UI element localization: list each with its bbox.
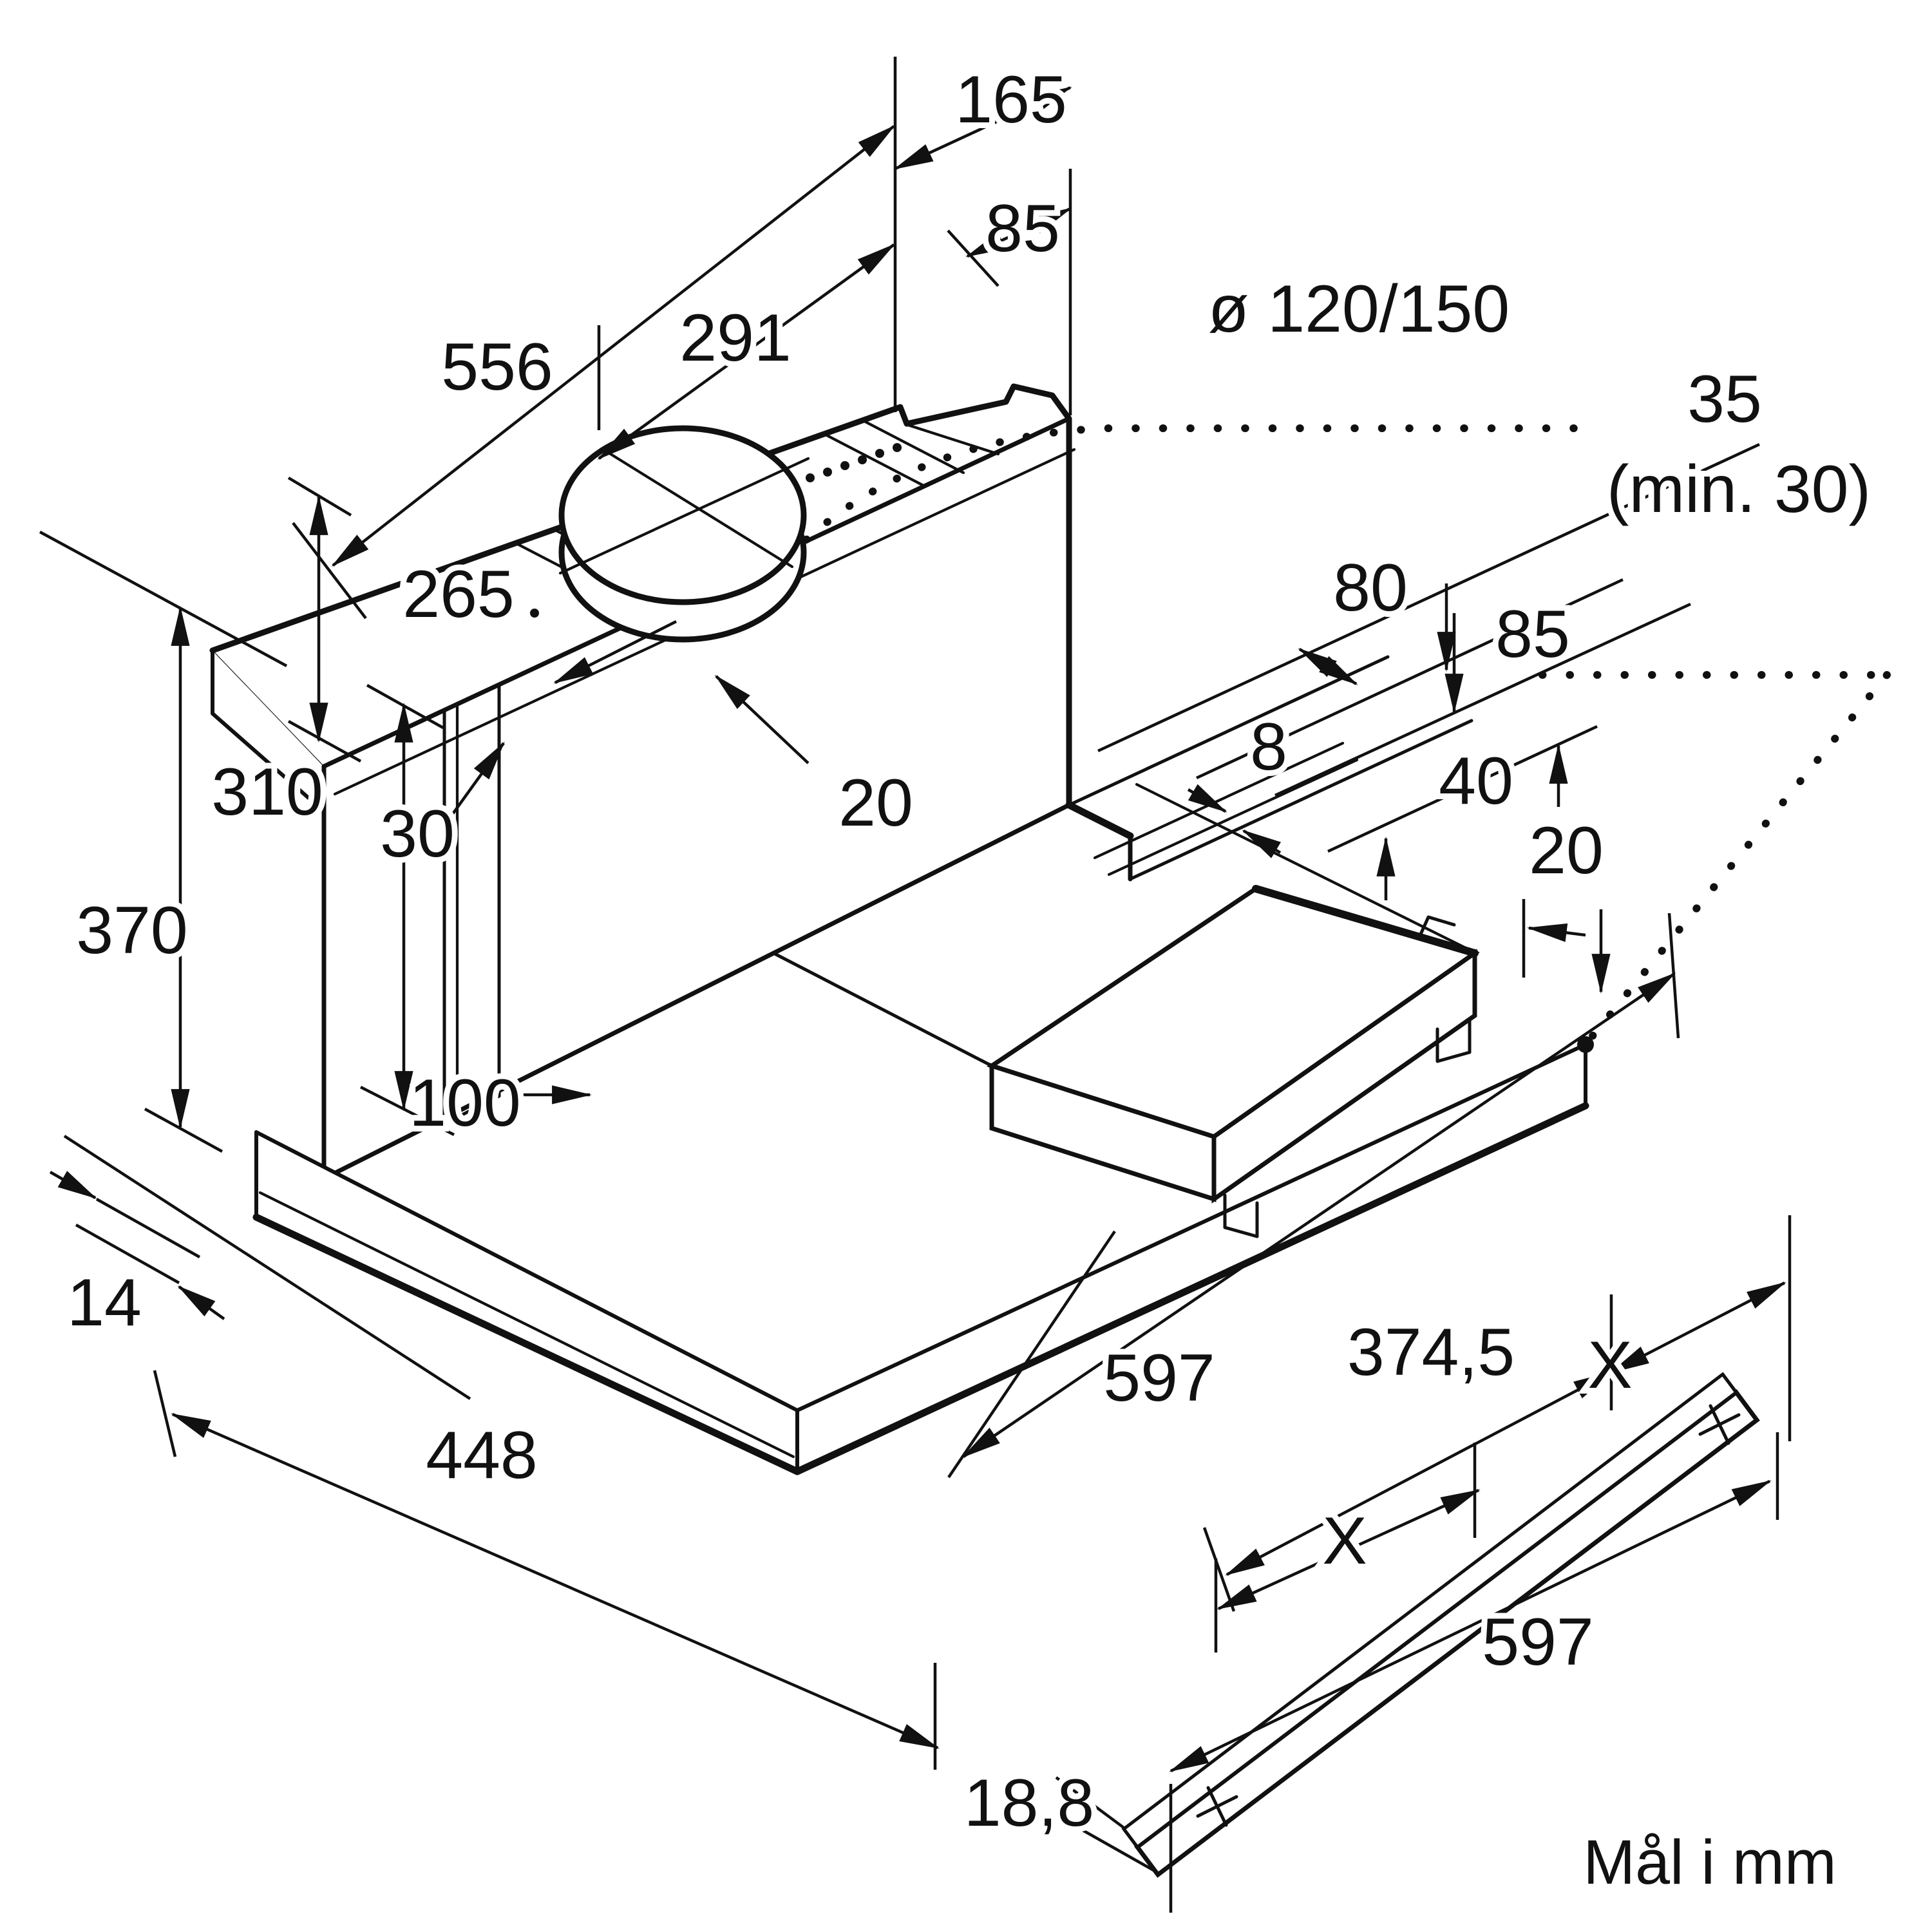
dim-label-duct-diameter: ø 120/150	[1208, 272, 1510, 346]
ext-line	[39, 531, 288, 667]
clearance-ref-line	[1582, 671, 1891, 1048]
ext-line	[1196, 578, 1624, 780]
plus-line	[1206, 1786, 1228, 1827]
ext-line	[144, 1108, 223, 1153]
rail-gap-line	[1093, 741, 1345, 860]
dim-label-30: 30	[380, 797, 455, 871]
dim-30-arrow	[450, 741, 505, 818]
ext-line	[359, 1085, 455, 1137]
dim-label-18-8: 18,8	[964, 1766, 1094, 1841]
dim-165-line	[893, 86, 1072, 171]
dim-x-right-line	[1609, 1282, 1786, 1374]
hood-body	[209, 383, 1076, 1181]
dim-85-top-line	[965, 207, 1072, 258]
hood-outline	[209, 383, 1072, 808]
dim-14-arrow	[49, 1171, 97, 1199]
dim-label-14: 14	[67, 1265, 142, 1340]
dim-label-265: 265	[402, 557, 515, 632]
dim-label-35: 35	[1687, 362, 1762, 437]
screw-plus-mark	[1698, 1404, 1741, 1445]
handle-strip	[1121, 1372, 1760, 1878]
dot	[840, 461, 849, 470]
duct-collar	[558, 425, 810, 643]
screw-plus-mark	[1196, 1786, 1238, 1827]
dim-label-8: 8	[1250, 710, 1287, 784]
dim-597-bottom-line	[1169, 1479, 1772, 1773]
dimension-lines	[39, 57, 1891, 1913]
dot	[823, 468, 832, 477]
dim-label-291: 291	[679, 301, 791, 375]
dot	[875, 449, 884, 458]
opening-edge	[773, 952, 994, 1068]
base-lip-line	[258, 1191, 795, 1459]
plus-line	[1709, 1404, 1730, 1445]
ext-line	[1327, 724, 1598, 853]
dim-label-448: 448	[426, 1418, 538, 1493]
ext-line	[153, 1370, 177, 1457]
dimension-labels: 165 85 556 291 265 ø 120/150 35 (min. 30…	[61, 57, 1877, 1903]
ext-line	[947, 1230, 1116, 1479]
dim-label-40: 40	[1439, 744, 1513, 819]
rail-gap-line	[1107, 758, 1359, 876]
hood-front-bottom-edge	[321, 802, 1072, 1181]
panel-line	[906, 423, 1000, 456]
slab-edge	[254, 1130, 799, 1412]
dot	[893, 443, 902, 452]
dim-label-597-top: 597	[1103, 1341, 1215, 1416]
ext-line	[292, 522, 367, 620]
ext-line	[1667, 913, 1680, 1039]
rail-step	[1065, 801, 1134, 840]
dim-20-face-arrow	[553, 620, 677, 685]
unit-note: Mål i mm	[1583, 1827, 1836, 1897]
dim-8-arrow	[1187, 784, 1227, 813]
dot	[530, 609, 539, 618]
ext-line	[287, 720, 362, 762]
dim-label-85-top: 85	[985, 191, 1060, 266]
dim-20-right-arrow	[1526, 923, 1586, 942]
dim-label-x-mid: X	[1322, 1504, 1367, 1578]
ext-line	[1068, 1821, 1159, 1874]
ext-line	[63, 1135, 471, 1400]
dim-597-top-line	[961, 972, 1676, 1458]
hood-left-edge-top	[211, 649, 326, 813]
dim-label-556: 556	[441, 330, 553, 404]
ext-line	[366, 684, 444, 729]
ext-line	[947, 229, 999, 287]
drawer-notch	[1417, 915, 1456, 939]
dim-label-597-bottom: 597	[1482, 1605, 1594, 1680]
dim-label-165: 165	[955, 62, 1067, 137]
dot	[806, 473, 815, 482]
dot	[858, 455, 867, 464]
ext-line	[75, 1224, 180, 1284]
ext-line	[1097, 442, 1760, 753]
ext-line	[1055, 1776, 1125, 1829]
dim-label-20-right: 20	[1529, 813, 1604, 888]
dim-label-35-min: (min. 30)	[1607, 452, 1871, 527]
ext-line	[95, 1198, 201, 1258]
ext-line	[1202, 1527, 1236, 1612]
dim-8-arrow	[1242, 829, 1282, 858]
ext-line	[287, 477, 352, 516]
dim-label-374-5: 374,5	[1347, 1315, 1515, 1390]
rail-edge	[1128, 719, 1473, 881]
ext-line	[1274, 602, 1691, 797]
dim-label-85-right: 85	[1495, 597, 1570, 672]
dim-label-310: 310	[211, 755, 323, 829]
dim-label-80: 80	[1333, 551, 1408, 625]
dim-14-arrow	[177, 1285, 225, 1320]
dim-label-x-right: X	[1587, 1328, 1632, 1403]
dim-20-face-arrow	[714, 674, 810, 764]
groove-bottom	[442, 1094, 501, 1126]
dim-label-20-face: 20	[838, 766, 913, 840]
strip-left-end-face	[1122, 1828, 1160, 1876]
strip-front-face	[1134, 1389, 1760, 1878]
dim-label-370: 370	[76, 893, 188, 968]
strip-right-end-face	[1721, 1373, 1759, 1421]
dim-label-100: 100	[409, 1066, 521, 1141]
drawer-back-edge	[1252, 885, 1479, 957]
dim-80-arrow	[1298, 648, 1358, 685]
dim-291-line	[597, 243, 896, 460]
dim-448-line	[171, 1412, 940, 1750]
